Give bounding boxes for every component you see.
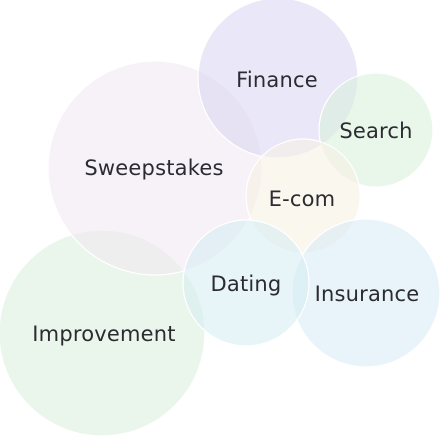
bubble-ecom-circle (245, 138, 361, 254)
bubble-dating: Dating (182, 219, 310, 347)
bubble-improvement-label: Improvement (32, 322, 175, 346)
bubble-search-label: Search (339, 119, 412, 143)
bubble-sweepstakes-label: Sweepstakes (84, 156, 223, 180)
bubble-ecom: E-com (245, 138, 361, 254)
bubble-search-circle (318, 72, 434, 188)
bubble-ecom-label: E-com (269, 187, 336, 211)
bubble-insurance: Insurance (291, 218, 441, 368)
bubble-dating-circle (182, 219, 310, 347)
bubble-search: Search (318, 72, 434, 188)
bubble-insurance-label: Insurance (315, 282, 420, 306)
bubble-dating-label: Dating (211, 272, 282, 296)
bubble-finance-label: Finance (236, 68, 318, 92)
